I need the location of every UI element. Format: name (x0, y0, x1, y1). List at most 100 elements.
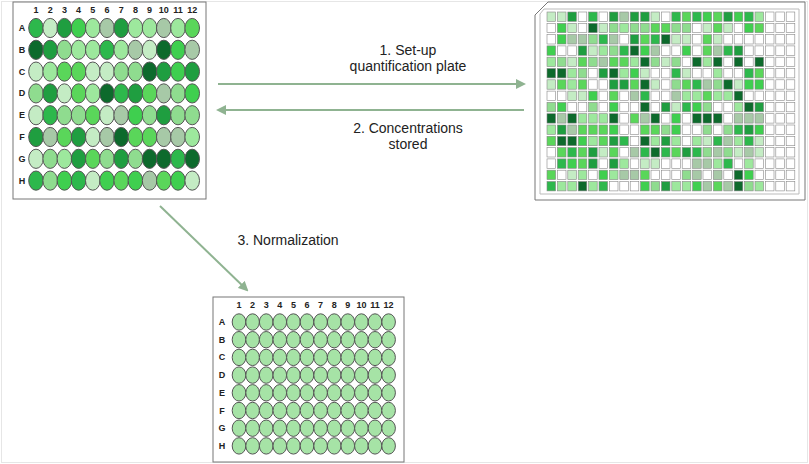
step-label: 3. Normalization (237, 232, 338, 248)
well (641, 80, 650, 89)
well (157, 127, 172, 146)
well (786, 170, 795, 179)
well (786, 102, 795, 111)
well (557, 69, 566, 78)
well (341, 402, 355, 418)
well (641, 102, 650, 111)
well (693, 136, 702, 145)
well (755, 23, 764, 32)
well (314, 332, 328, 348)
well (589, 91, 598, 100)
well (765, 114, 774, 123)
well (682, 148, 691, 157)
well (57, 149, 72, 168)
well (776, 91, 785, 100)
well (287, 438, 301, 454)
well (693, 102, 702, 111)
well (745, 102, 754, 111)
well (693, 125, 702, 134)
row-letter: C (19, 66, 26, 76)
well (287, 402, 301, 418)
well (341, 349, 355, 365)
well (589, 170, 598, 179)
column-number: 7 (318, 300, 323, 310)
well (589, 69, 598, 78)
well (786, 114, 795, 123)
well (641, 46, 650, 55)
well (578, 91, 587, 100)
column-number: 8 (133, 5, 138, 15)
well (314, 314, 328, 330)
well (745, 91, 754, 100)
well (703, 114, 712, 123)
well (300, 402, 314, 418)
well (100, 106, 115, 125)
well (609, 69, 618, 78)
well (547, 114, 556, 123)
well (341, 314, 355, 330)
column-number: 9 (147, 5, 152, 15)
well (786, 23, 795, 32)
well (557, 23, 566, 32)
well (672, 114, 681, 123)
well (578, 159, 587, 168)
well (693, 80, 702, 89)
well (29, 84, 44, 103)
well (185, 106, 200, 125)
well (568, 148, 577, 157)
well (734, 148, 743, 157)
well (776, 148, 785, 157)
well (100, 84, 115, 103)
row-letter: E (19, 110, 25, 120)
well (547, 170, 556, 179)
step-label: 1. Set-up quantification plate (338, 42, 478, 74)
well (355, 314, 369, 330)
well (114, 171, 129, 190)
well (651, 57, 660, 66)
well (185, 84, 200, 103)
well (599, 80, 608, 89)
well (599, 136, 608, 145)
well (630, 114, 639, 123)
well (786, 91, 795, 100)
well (765, 69, 774, 78)
well (745, 12, 754, 21)
well (786, 182, 795, 191)
column-number: 3 (264, 300, 269, 310)
well (776, 57, 785, 66)
well (734, 91, 743, 100)
well (786, 80, 795, 89)
well (114, 127, 129, 146)
well (786, 46, 795, 55)
well (734, 170, 743, 179)
well (287, 420, 301, 436)
well (547, 12, 556, 21)
well (71, 106, 86, 125)
well (29, 18, 44, 37)
well (641, 23, 650, 32)
well (745, 69, 754, 78)
well (547, 102, 556, 111)
well (713, 136, 722, 145)
well (43, 18, 58, 37)
row-letter: B (19, 45, 26, 55)
well (246, 438, 260, 454)
well (185, 149, 200, 168)
well (599, 69, 608, 78)
well (661, 136, 670, 145)
well (713, 159, 722, 168)
well (232, 385, 246, 401)
well (599, 35, 608, 44)
well (734, 102, 743, 111)
well (557, 170, 566, 179)
column-number: 11 (370, 300, 380, 310)
well (557, 46, 566, 55)
well (641, 182, 650, 191)
well (745, 170, 754, 179)
well (368, 349, 382, 365)
well (327, 420, 341, 436)
well (57, 62, 72, 81)
well (128, 149, 143, 168)
well (682, 114, 691, 123)
well (341, 385, 355, 401)
